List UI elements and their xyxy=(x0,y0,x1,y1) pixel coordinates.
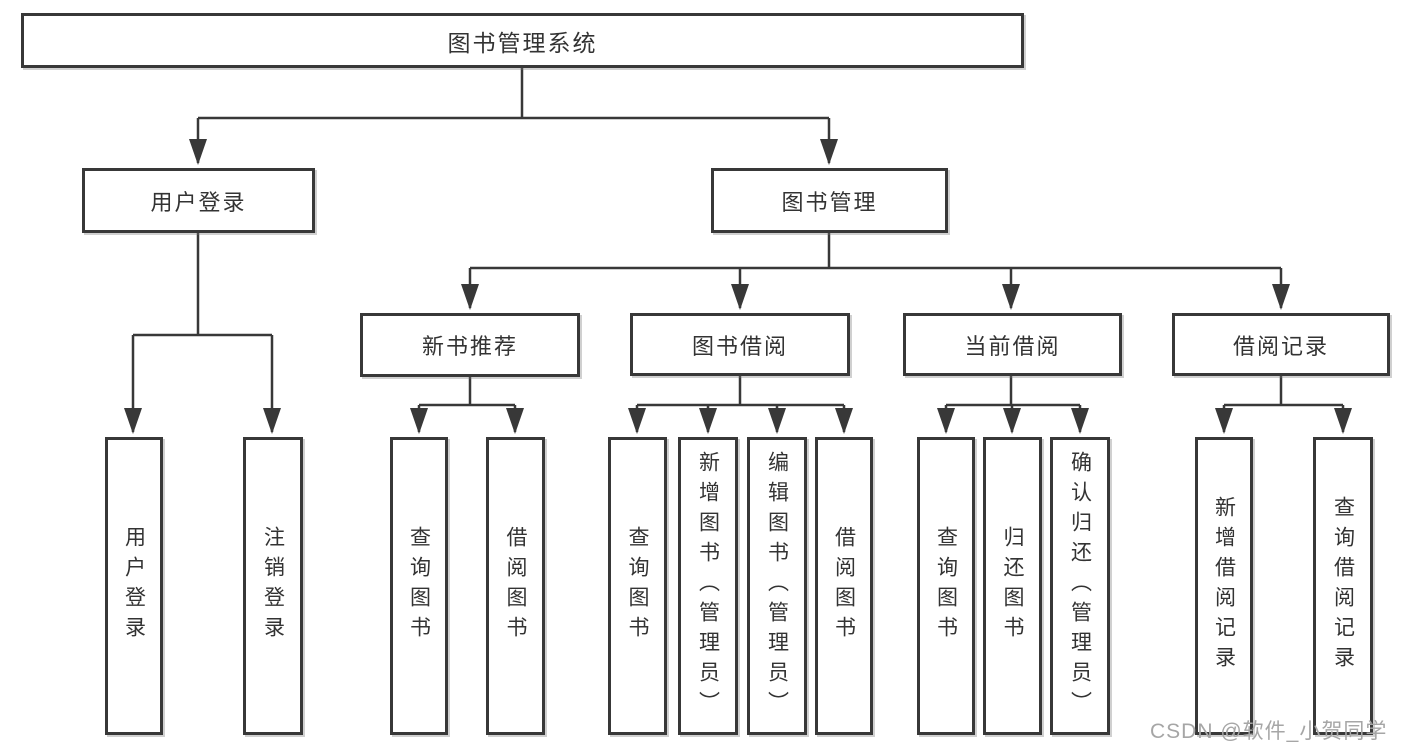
leaf-label: 查询图书 xyxy=(407,526,431,646)
node-user-login: 用户登录 xyxy=(82,168,315,233)
leaf-add-books-admin: 新增图书（管理员） xyxy=(678,437,738,735)
leaf-borrow-books: 借阅图书 xyxy=(815,437,873,735)
leaf-add-borrow-record: 新增借阅记录 xyxy=(1195,437,1253,735)
leaf-query-books-borrow: 查询图书 xyxy=(608,437,667,735)
leaf-return-books: 归还图书 xyxy=(983,437,1042,735)
leaf-confirm-return-admin: 确认归还（管理员） xyxy=(1050,437,1110,735)
leaf-query-borrow-record: 查询借阅记录 xyxy=(1313,437,1373,735)
leaf-label: 新增图书（管理员） xyxy=(696,451,720,721)
csdn-watermark: CSDN @软件_小贺同学 xyxy=(1150,720,1388,743)
node-new-book-recommend: 新书推荐 xyxy=(360,313,580,377)
leaf-logout: 注销登录 xyxy=(243,437,303,735)
leaf-label: 归还图书 xyxy=(1001,526,1024,646)
leaf-label: 确认归还（管理员） xyxy=(1068,451,1092,721)
leaf-label: 查询图书 xyxy=(934,526,958,646)
leaf-label: 查询图书 xyxy=(626,526,649,646)
leaf-label: 注销登录 xyxy=(261,526,285,646)
node-root-system: 图书管理系统 xyxy=(21,13,1024,68)
leaf-label: 新增借阅记录 xyxy=(1212,496,1236,676)
leaf-label: 查询借阅记录 xyxy=(1331,496,1355,676)
leaf-label: 用户登录 xyxy=(122,526,146,646)
leaf-query-books-current: 查询图书 xyxy=(917,437,975,735)
leaf-edit-books-admin: 编辑图书（管理员） xyxy=(747,437,807,735)
leaf-borrow-books-recommend: 借阅图书 xyxy=(486,437,545,735)
node-borrow-records: 借阅记录 xyxy=(1172,313,1390,376)
node-book-borrow: 图书借阅 xyxy=(630,313,850,376)
leaf-label: 借阅图书 xyxy=(504,526,527,646)
leaf-label: 借阅图书 xyxy=(832,526,856,646)
node-book-management: 图书管理 xyxy=(711,168,948,233)
node-current-borrow: 当前借阅 xyxy=(903,313,1122,376)
leaf-query-books-recommend: 查询图书 xyxy=(390,437,448,735)
leaf-user-login: 用户登录 xyxy=(105,437,163,735)
leaf-label: 编辑图书（管理员） xyxy=(765,451,789,721)
